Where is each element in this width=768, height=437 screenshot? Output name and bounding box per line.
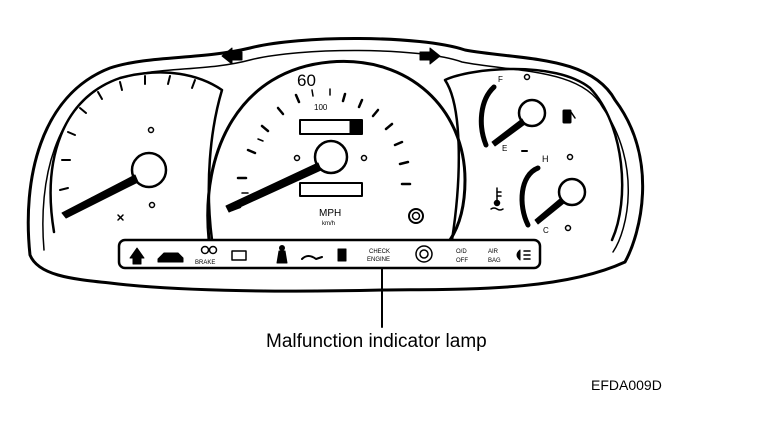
malfunction-indicator-caption: Malfunction indicator lamp [266, 331, 487, 352]
temp-gauge-needle [534, 197, 565, 225]
brake-label: BRAKE [195, 260, 215, 266]
left-turn-signal-icon [221, 47, 243, 65]
odometer-display [299, 182, 363, 197]
fuel-empty-label: E [502, 144, 507, 153]
speedometer-needle [225, 162, 322, 213]
speedometer-dial [206, 59, 467, 242]
fuel-gauge-needle [491, 118, 526, 147]
tachometer-dial [49, 71, 224, 242]
tachometer-screw-top [147, 126, 155, 134]
fuel-gauge-arc [478, 84, 497, 148]
fuel-pump-icon [562, 109, 572, 124]
speedometer-screw-right [360, 154, 368, 162]
airbag-occupant-icon [276, 245, 288, 264]
tachometer-hub [130, 151, 168, 189]
speedometer-ticks [230, 92, 412, 212]
speedometer-minor-ticks [241, 88, 331, 194]
warning-lamp-strip [117, 238, 542, 270]
fuel-gauge-screw-right [566, 153, 574, 161]
fuel-full-label: F [498, 75, 503, 84]
temp-hot-label: H [542, 154, 549, 164]
low-fuel-icon [337, 248, 347, 262]
tachometer-screw-right [148, 201, 156, 209]
airbag-label-line2: BAG [488, 258, 501, 264]
tachometer-mark-x2 [117, 214, 124, 221]
speed-label-100: 100 [314, 103, 328, 112]
trip-reset-knob [349, 120, 362, 134]
odometer-reset-knob-outer [408, 208, 424, 224]
unit-kmh: km/h [322, 221, 335, 227]
temp-gauge-hub [557, 177, 587, 207]
temp-cold-label: C [543, 226, 549, 235]
check-engine-label-line2: ENGINE [367, 257, 390, 263]
airbag-label-line1: AIR [488, 249, 499, 255]
od-off-label-line2: OFF [456, 258, 468, 264]
brake-warning-icon [200, 245, 218, 255]
odometer-reset-knob-inner [411, 211, 421, 221]
tachometer-needle [61, 174, 139, 219]
seatbelt-warning-icon [129, 247, 145, 265]
right-turn-signal-icon [419, 47, 441, 65]
oil-pressure-icon [301, 255, 323, 260]
figure-code: EFDA009D [591, 377, 662, 393]
door-ajar-icon [157, 252, 184, 263]
unit-mph: MPH [319, 208, 341, 219]
od-off-label-line1: O/D [456, 249, 467, 255]
abs-warning-icon [415, 245, 433, 263]
fuel-gauge-screw [523, 73, 531, 81]
check-engine-label-line1: CHECK [369, 249, 390, 255]
tachometer-ticks [59, 75, 196, 191]
tachometer-screw-left [89, 196, 97, 204]
cluster-housing-outline [26, 36, 645, 293]
trip-odometer-display [299, 119, 363, 135]
battery-warning-icon [231, 250, 247, 261]
temp-gauge-arc [519, 165, 541, 228]
temp-gauge-screw [564, 224, 572, 232]
headlight-high-beam-icon [516, 249, 531, 261]
coolant-temp-icon [490, 187, 504, 211]
speedometer-screw-left [293, 154, 301, 162]
right-gauge-panel-outline [443, 67, 624, 242]
fuel-gauge-hub [517, 98, 547, 128]
speedometer-hub [313, 139, 349, 175]
fuel-pump-hose [570, 111, 576, 119]
speed-label-60: 60 [297, 71, 316, 90]
